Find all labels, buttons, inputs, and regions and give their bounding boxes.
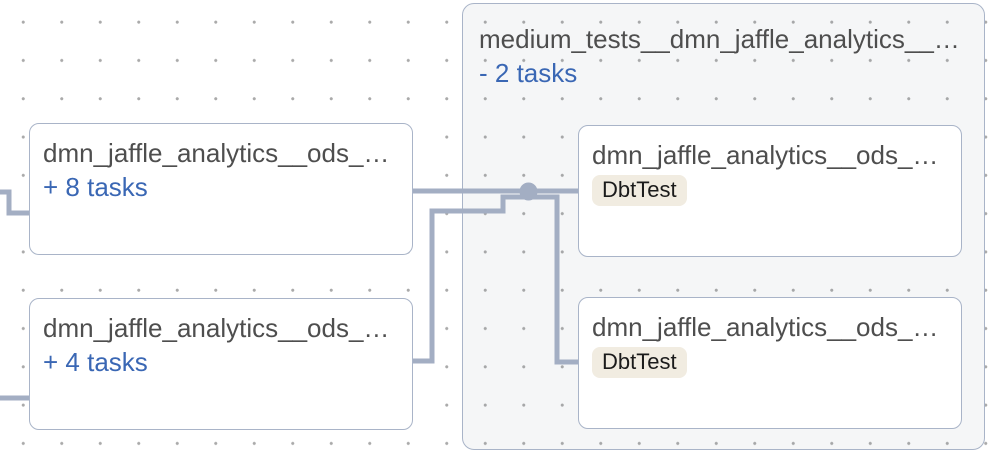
task-group-collapse-toggle[interactable]: - 2 tasks (479, 58, 578, 88)
task-group-title: medium_tests__dmn_jaffle_analytics__… (479, 24, 960, 54)
task-node-title: dmn_jaffle_analytics__ods_… (592, 140, 939, 170)
task-node-child-top[interactable]: dmn_jaffle_analytics__ods_… DbtTest (578, 125, 962, 257)
edge-incoming-top (0, 189, 31, 216)
task-node-expand-toggle[interactable]: + 4 tasks (43, 347, 148, 377)
task-node-upstream-bottom[interactable]: dmn_jaffle_analytics__ods_… + 4 tasks (29, 298, 413, 430)
operator-badge-dbttest: DbtTest (592, 347, 687, 378)
task-node-title: dmn_jaffle_analytics__ods_… (43, 313, 390, 343)
task-node-title: dmn_jaffle_analytics__ods_… (592, 312, 939, 342)
task-node-expand-toggle[interactable]: + 8 tasks (43, 172, 148, 202)
operator-badge-dbttest: DbtTest (592, 175, 687, 206)
task-node-upstream-top[interactable]: dmn_jaffle_analytics__ods_… + 8 tasks (29, 123, 413, 255)
task-node-child-bottom[interactable]: dmn_jaffle_analytics__ods_… DbtTest (578, 297, 962, 429)
task-node-title: dmn_jaffle_analytics__ods_… (43, 138, 390, 168)
